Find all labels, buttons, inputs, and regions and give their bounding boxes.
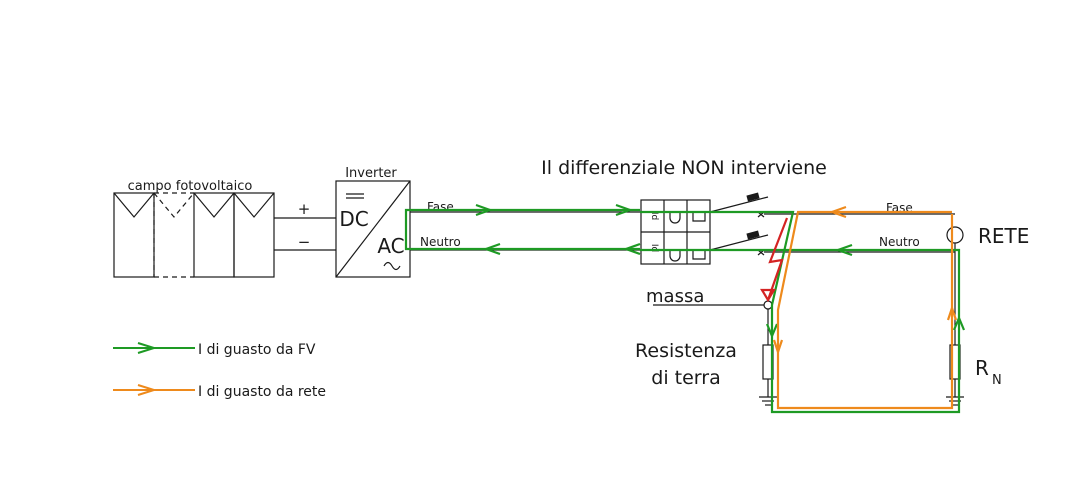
switch-contact-1 [709, 196, 769, 213]
thermal-element-1 [666, 211, 684, 224]
legend-label-fv: I di guasto da FV [198, 342, 316, 358]
minus-sign: − [298, 233, 311, 251]
massa-node [763, 300, 773, 310]
legend: I di guasto da FV I di guasto da rete [113, 342, 326, 400]
ac-label: AC [377, 234, 404, 258]
neutro-label-left: Neutro [420, 235, 461, 249]
pv-module-4-symbol [233, 192, 275, 218]
inverter-box [335, 180, 411, 278]
pv-field: campo fotovoltaico [113, 179, 275, 278]
switch-contact-2 [709, 234, 769, 251]
switch-actuator-2 [746, 230, 760, 240]
fault-arc [766, 217, 789, 301]
green-arrow-fase-2 [615, 203, 634, 217]
green-arrow-neutro-1 [482, 242, 501, 256]
grid-source-symbol [946, 226, 964, 244]
orange-main-loop [776, 210, 954, 410]
neutro-label-right: Neutro [879, 235, 920, 249]
orange-arrow-down [772, 339, 784, 356]
magnetic-element-1 [689, 211, 710, 222]
green-inverter-loop [404, 208, 640, 251]
pv-module-1-symbol [113, 192, 155, 218]
rn-subscript: N [992, 373, 1002, 388]
ac-symbol [383, 261, 401, 271]
switch-actuator-1 [746, 192, 760, 202]
rete-label: RETE [978, 224, 1029, 248]
pv-module-2-symbol [153, 192, 195, 218]
green-arrow-up [952, 315, 966, 331]
green-main-loop [640, 210, 961, 414]
inverter: Inverter DC AC [335, 166, 411, 278]
green-arrow-down [765, 323, 779, 339]
plus-sign: + [298, 200, 311, 218]
breaker-idn-label-2: Id [649, 244, 659, 252]
orange-arrow-fase [828, 205, 847, 219]
fault-arc-arrowhead [760, 288, 776, 303]
earth-resistance-label-2: di terra [651, 367, 720, 389]
pv-module-4 [233, 192, 275, 278]
massa-label: massa [646, 286, 704, 307]
pv-module-3-symbol [193, 192, 235, 218]
legend-arrow-grid [137, 384, 158, 396]
grid-fault-current-path [772, 205, 958, 410]
pv-module-3 [193, 192, 235, 278]
orange-arrow-up [946, 304, 958, 321]
breaker-idn-label-1: Id [649, 212, 659, 220]
dc-label: DC [339, 207, 368, 231]
earth-resistance-label-1: Resistenza [635, 340, 737, 362]
pv-module-1 [113, 192, 155, 278]
green-arrow-neutro-right [834, 243, 853, 257]
ground-symbol-left [759, 396, 777, 406]
thermal-element-2 [666, 249, 684, 262]
green-arrow-neutro-2 [622, 242, 641, 256]
diagram-title: Il differenziale NON interviene [541, 157, 827, 179]
fase-label-left: Fase [427, 200, 454, 214]
legend-arrow-fv [137, 342, 158, 354]
ground-symbol-right [946, 396, 964, 406]
pv-field-label: campo fotovoltaico [128, 179, 253, 194]
residual-current-breaker: Id Id [640, 192, 955, 265]
inverter-label: Inverter [345, 166, 397, 181]
rn-label: R [975, 356, 989, 380]
inverter-diagonal [335, 180, 411, 278]
magnetic-element-2 [689, 249, 710, 260]
green-arrow-fase-1 [475, 203, 494, 217]
legend-label-grid: I di guasto da rete [198, 384, 326, 400]
fv-fault-current-path [404, 203, 966, 414]
